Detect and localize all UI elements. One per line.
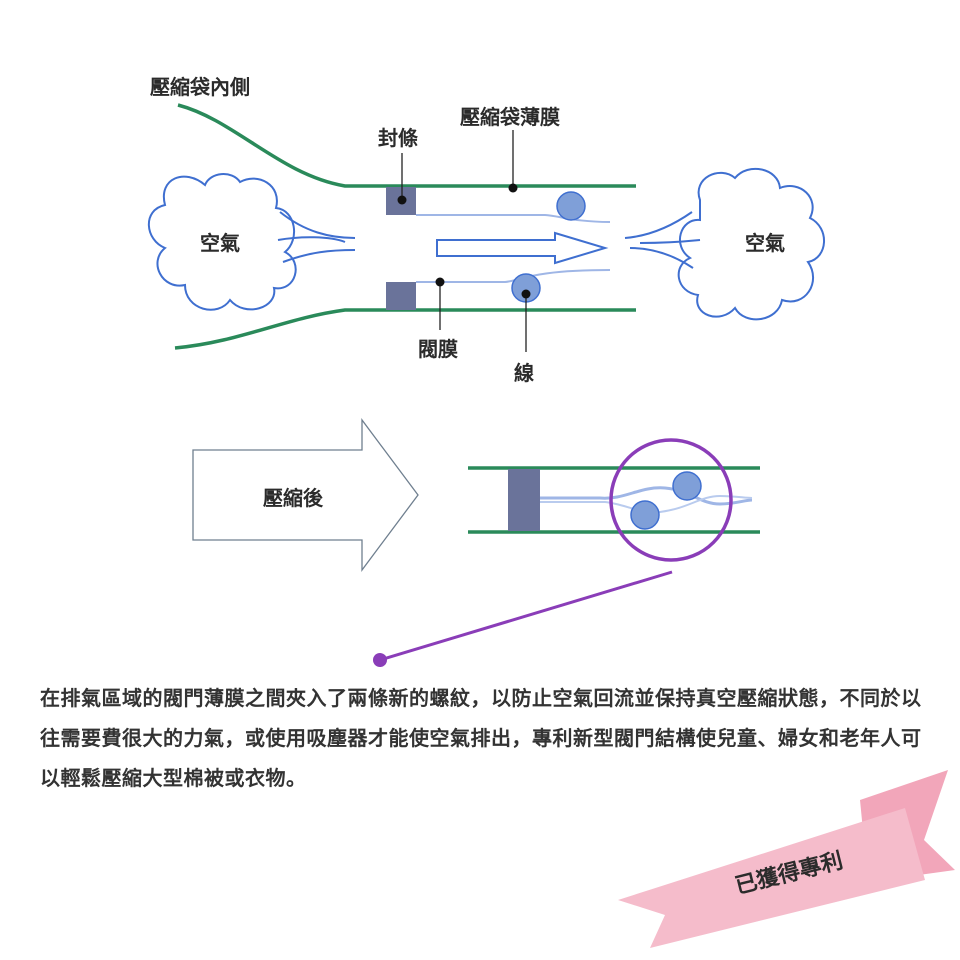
label-after-compression: 壓縮後 <box>263 486 324 510</box>
valve-film-bottom <box>416 269 611 283</box>
label-thread: 線 <box>514 361 534 385</box>
compressed-thread-bottom <box>630 500 660 530</box>
label-air-left: 空氣 <box>200 231 240 255</box>
leader-thread-dot <box>521 289 531 299</box>
bag-film-top-line <box>177 103 636 188</box>
magnifier-circle <box>609 438 733 562</box>
magnifier-pointer-dot <box>373 653 387 667</box>
air-cloud-left <box>147 173 297 311</box>
compressed-seal <box>508 469 540 531</box>
leader-bag-film-dot <box>508 183 518 193</box>
ribbon-body <box>618 808 925 948</box>
leader-valve-film-dot <box>435 277 445 287</box>
label-air-right: 空氣 <box>745 231 785 255</box>
seal-bottom <box>386 282 416 310</box>
compressed-valve-film-b <box>540 494 753 514</box>
compressed-thread-top <box>672 471 702 501</box>
thread-circle-top <box>556 191 586 221</box>
magnifier-pointer <box>379 570 673 662</box>
label-bag-film: 壓縮袋薄膜 <box>460 105 560 129</box>
label-bag-inside: 壓縮袋內側 <box>150 75 250 99</box>
bag-film-bottom-line <box>174 308 636 350</box>
label-seal: 封條 <box>378 126 418 150</box>
air-stream-left <box>277 211 356 263</box>
airflow-arrow <box>436 231 609 265</box>
leader-seal-dot <box>397 195 407 205</box>
air-stream-right <box>624 211 701 269</box>
air-cloud-right <box>677 168 825 321</box>
after-compression-arrow <box>192 418 419 572</box>
patent-ribbon: 已獲得專利 <box>618 770 955 948</box>
label-valve-film: 閥膜 <box>418 337 458 361</box>
description-text: 在排氣區域的閥門薄膜之間夾入了兩條新的螺紋，以防止空氣回流並保持真空壓縮狀態，不… <box>40 686 922 790</box>
